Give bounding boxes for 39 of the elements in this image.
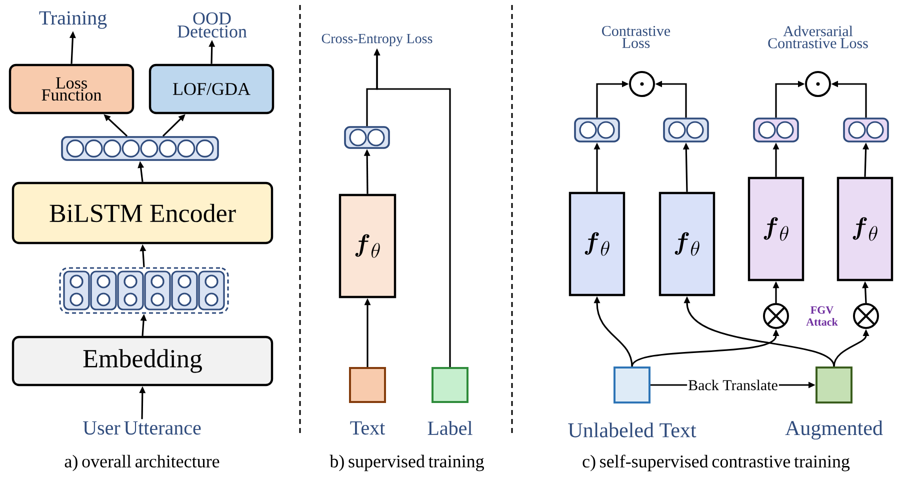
dot-product-symbol	[805, 71, 831, 97]
input-label: Text	[350, 421, 386, 435]
attack-note: FGV Attack	[806, 306, 838, 326]
token-vectors-drawing	[59, 267, 229, 314]
encoder-box: BiLSTM Encoder	[12, 182, 274, 244]
input-square	[432, 367, 468, 403]
caption-text: Cross-Entropy Loss	[322, 34, 432, 46]
dot-product-symbol	[629, 71, 655, 97]
function-box: $\boldsymbol{f}_{\theta}$	[338, 194, 396, 298]
vector-drawing	[843, 118, 889, 142]
vector-drawing	[344, 126, 390, 149]
perturbation-symbol	[763, 303, 789, 329]
caption-text: User Utterance	[83, 421, 201, 435]
module-box: LOF/GDA	[148, 64, 274, 114]
caption-text: Training	[39, 11, 107, 29]
function-box: $\boldsymbol{f}_{\theta}$	[748, 176, 804, 282]
edge-label: Back Translate	[687, 378, 779, 392]
perturbation-symbol	[853, 303, 879, 329]
caption-text: Contrastive Loss	[602, 26, 670, 48]
panel-caption: c) self-supervised contrastive training	[582, 454, 850, 472]
function-box: $\boldsymbol{f}_{\theta}$	[658, 192, 716, 296]
vector-drawing	[574, 118, 620, 142]
input-label: Unlabeled Text	[568, 422, 696, 438]
input-square	[614, 366, 650, 404]
caption-text: Adversarial Contrastive Loss	[768, 26, 868, 48]
input-square	[816, 366, 852, 404]
caption-text: OOD Detection	[178, 12, 247, 38]
function-box: $\boldsymbol{f}_{\theta}$	[836, 176, 894, 282]
loss-function-box: Loss Function	[8, 64, 134, 114]
input-label: Augmented	[785, 420, 883, 440]
vector-drawing	[663, 118, 709, 142]
input-label: Label	[428, 420, 472, 436]
input-square	[349, 367, 386, 403]
vector-drawing	[753, 118, 799, 142]
panel-caption: b) supervised training	[330, 454, 484, 472]
vector-drawing	[61, 136, 219, 161]
embedding-box: Embedding	[12, 336, 274, 386]
function-box: $\boldsymbol{f}_{\theta}$	[568, 192, 626, 296]
panel-caption: a) overall architecture	[64, 454, 220, 472]
